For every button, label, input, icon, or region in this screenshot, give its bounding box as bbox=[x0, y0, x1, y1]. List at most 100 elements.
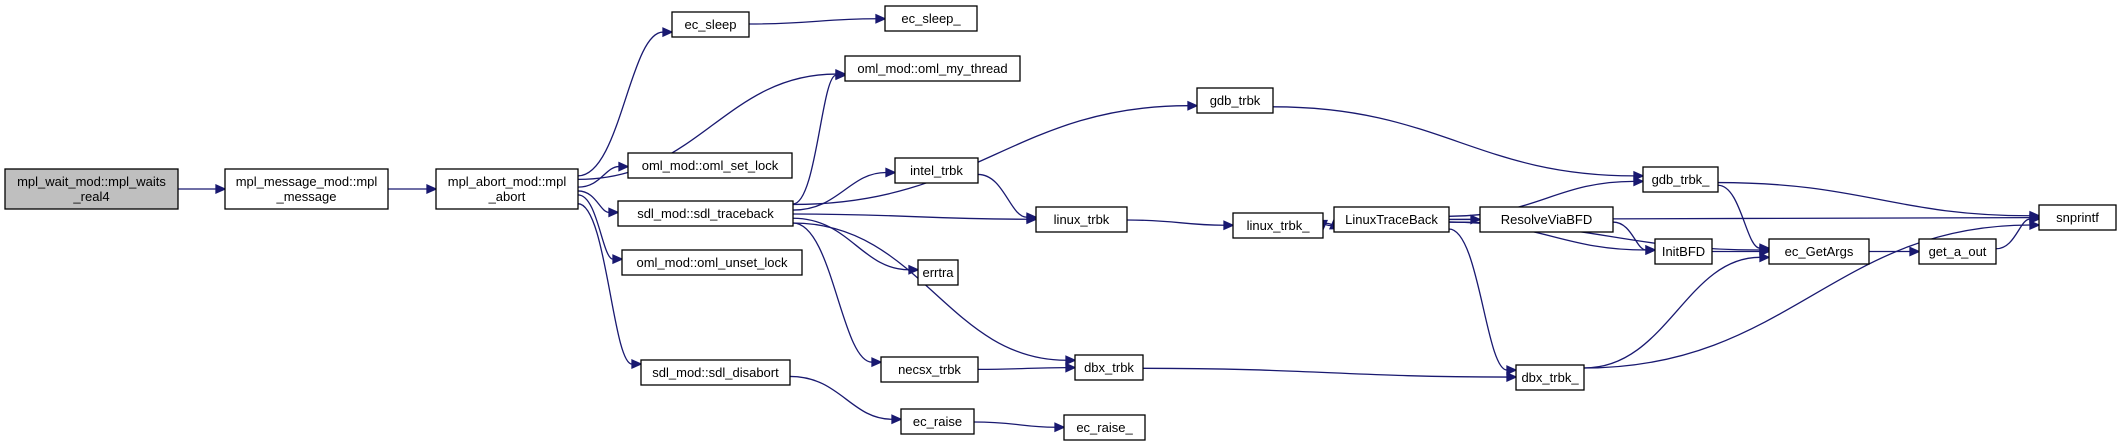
node-traceback[interactable]: sdl_mod::sdl_traceback bbox=[617, 200, 794, 227]
edge-line bbox=[792, 105, 1189, 206]
node-dbx-trbk[interactable]: dbx_trbk bbox=[1074, 354, 1144, 381]
arrowhead bbox=[1759, 246, 1771, 257]
edge-line bbox=[977, 173, 1028, 218]
edge-line bbox=[1126, 219, 1225, 226]
arrowhead bbox=[618, 161, 630, 172]
node-box bbox=[1515, 364, 1585, 391]
node-errtra[interactable]: errtra bbox=[917, 259, 959, 286]
edge-line bbox=[1612, 221, 1647, 251]
node-label: ec_GetArgs bbox=[1785, 244, 1854, 259]
edge-line bbox=[1448, 180, 1635, 217]
node-dbx-trbk-[interactable]: dbx_trbk_ bbox=[1515, 364, 1585, 391]
node-box bbox=[1063, 414, 1146, 441]
edge-message-to-abort bbox=[387, 183, 438, 195]
arrowhead bbox=[1633, 176, 1645, 187]
node-label: ResolveViaBFD bbox=[1501, 212, 1593, 227]
node-resolve[interactable]: ResolveViaBFD bbox=[1479, 206, 1614, 233]
node-box bbox=[1642, 166, 1719, 193]
node-box bbox=[1232, 212, 1324, 239]
edge-abort-to-set-lock bbox=[577, 161, 630, 188]
edge-necsx-trbk-to-dbx-trbk bbox=[977, 362, 1077, 373]
edge-line bbox=[577, 165, 620, 188]
edge-linuxtb-to-dbx-trbk- bbox=[1448, 228, 1518, 376]
node-wait[interactable]: mpl_wait_mod::mpl_waits_real4 bbox=[4, 168, 179, 210]
edge-line bbox=[1272, 106, 1635, 177]
arrowhead bbox=[2029, 220, 2041, 231]
node-label: snprintf bbox=[2056, 210, 2099, 225]
arrowhead bbox=[908, 264, 920, 275]
edge-gdb-trbk-to-gdb-trbk- bbox=[1272, 106, 1645, 181]
function-nodes: mpl_wait_mod::mpl_waits_real4 mpl_message… bbox=[4, 5, 2117, 441]
edge-line bbox=[577, 203, 633, 365]
node-box bbox=[880, 356, 979, 383]
arrowhead bbox=[1645, 245, 1657, 256]
edge-line bbox=[792, 213, 1028, 220]
node-snprintf[interactable]: snprintf bbox=[2038, 204, 2117, 231]
node-gdb-trbk-[interactable]: gdb_trbk_ bbox=[1642, 166, 1719, 193]
arrowhead bbox=[1759, 252, 1771, 263]
node-ec-sleep[interactable]: ec_sleep bbox=[671, 11, 750, 38]
node-necsx-trbk[interactable]: necsx_trbk bbox=[880, 356, 979, 383]
node-linuxtb[interactable]: LinuxTraceBack bbox=[1333, 206, 1450, 233]
edge-wait-to-message bbox=[177, 183, 227, 195]
edge-dbx-trbk--to-getargs bbox=[1583, 252, 1771, 369]
node-box bbox=[884, 5, 978, 32]
node-box bbox=[900, 408, 975, 435]
node-linux-trbk-[interactable]: linux_trbk_ bbox=[1232, 212, 1324, 239]
edge-traceback-to-necsx-trbk bbox=[792, 222, 883, 368]
arrowhead bbox=[612, 254, 624, 265]
node-box bbox=[640, 359, 791, 386]
node-unset-lock[interactable]: oml_mod::oml_unset_lock bbox=[621, 249, 803, 276]
arrowhead bbox=[1065, 355, 1077, 366]
edge-ec-sleep-to-ec-sleep- bbox=[748, 13, 887, 25]
edge-line bbox=[1717, 181, 2031, 217]
edge-abort-to-ec-sleep bbox=[577, 27, 674, 177]
node-set-lock[interactable]: oml_mod::oml_set_lock bbox=[627, 152, 793, 179]
node-label: mpl_abort_mod::mpl bbox=[448, 174, 567, 189]
edge-line bbox=[577, 31, 664, 177]
arrowhead bbox=[885, 167, 897, 178]
node-label: sdl_mod::sdl_disabort bbox=[652, 365, 779, 380]
edge-abort-to-traceback bbox=[577, 190, 620, 218]
node-get-a-out[interactable]: get_a_out bbox=[1918, 238, 1997, 265]
edge-line bbox=[792, 171, 887, 211]
node-label: oml_mod::oml_set_lock bbox=[642, 158, 779, 173]
edge-abort-to-disabort bbox=[577, 203, 643, 370]
node-box bbox=[435, 168, 579, 210]
node-disabort[interactable]: sdl_mod::sdl_disabort bbox=[640, 359, 791, 386]
node-ec-raise[interactable]: ec_raise bbox=[900, 408, 975, 435]
node-my-thread[interactable]: oml_mod::oml_my_thread bbox=[844, 55, 1021, 82]
arrowhead bbox=[1506, 372, 1518, 383]
edge-linuxtb-to-gdb-trbk- bbox=[1448, 176, 1645, 217]
node-message[interactable]: mpl_message_mod::mpl_message bbox=[224, 168, 389, 210]
node-label: gdb_trbk_ bbox=[1652, 172, 1711, 187]
edge-line bbox=[577, 194, 614, 260]
edge-traceback-to-dbx-trbk bbox=[792, 222, 1077, 366]
node-box bbox=[1074, 354, 1144, 381]
node-getargs[interactable]: ec_GetArgs bbox=[1768, 238, 1870, 265]
node-ec-sleep-[interactable]: ec_sleep_ bbox=[884, 5, 978, 32]
node-ec-raise-[interactable]: ec_raise_ bbox=[1063, 414, 1146, 441]
node-gdb-trbk[interactable]: gdb_trbk bbox=[1196, 87, 1274, 114]
node-label: _message bbox=[276, 189, 337, 204]
edge-traceback-to-linux-trbk bbox=[792, 213, 1038, 225]
edge-line bbox=[792, 74, 837, 205]
node-linux-trbk[interactable]: linux_trbk bbox=[1035, 206, 1128, 233]
edge-line bbox=[792, 222, 1067, 361]
arrowhead bbox=[662, 27, 674, 38]
node-initbfd[interactable]: InitBFD bbox=[1654, 238, 1713, 265]
edge-line bbox=[1583, 224, 2031, 369]
node-intel-trbk[interactable]: intel_trbk bbox=[894, 157, 979, 184]
edge-dbx-trbk--to-snprintf bbox=[1583, 220, 2041, 369]
node-abort[interactable]: mpl_abort_mod::mpl_abort bbox=[435, 168, 579, 210]
edge-line bbox=[577, 73, 837, 181]
node-box bbox=[917, 259, 959, 286]
edge-initbfd-to-getargs bbox=[1712, 246, 1771, 257]
edge-gdb-trbk--to-snprintf bbox=[1717, 181, 2041, 221]
node-box bbox=[617, 200, 794, 227]
node-label: necsx_trbk bbox=[898, 362, 961, 377]
edge-line bbox=[792, 222, 873, 363]
arrowhead bbox=[875, 13, 887, 24]
node-box bbox=[1196, 87, 1274, 114]
